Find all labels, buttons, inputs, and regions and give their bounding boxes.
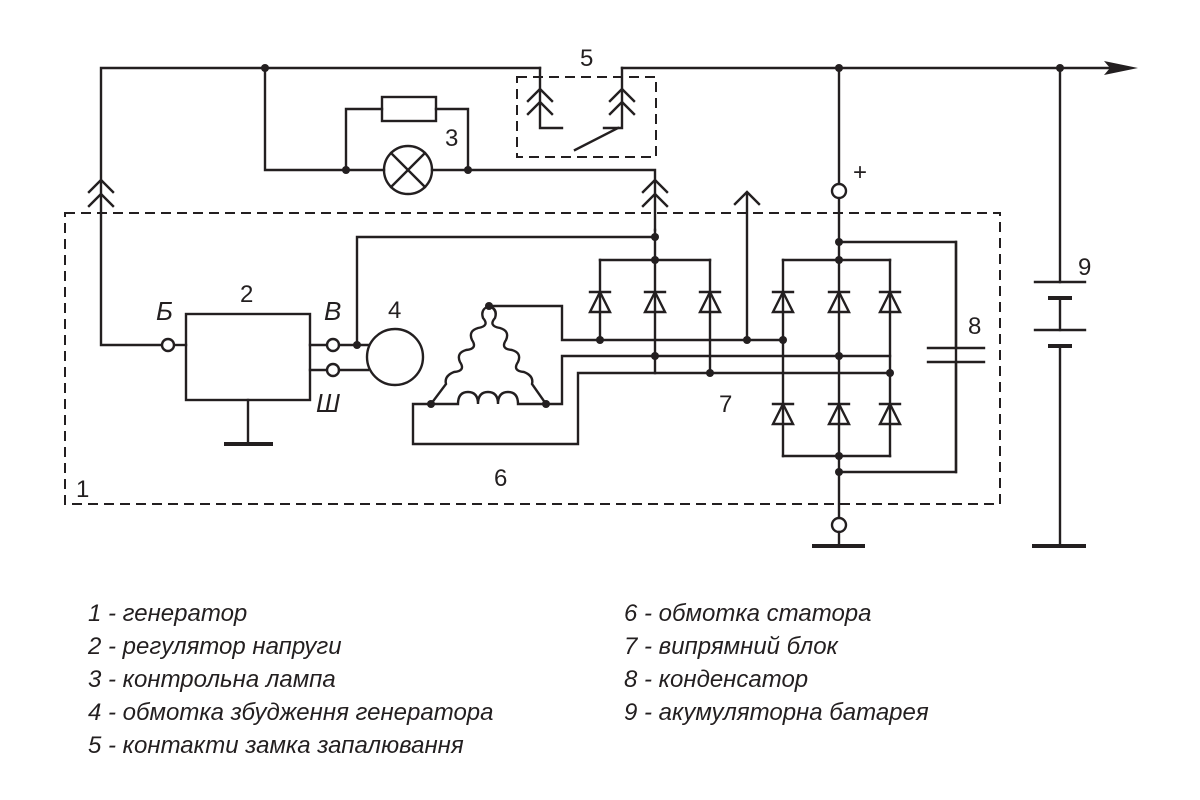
ignition-switch-boundary [516, 76, 657, 158]
ignition-switch-contacts [526, 66, 636, 152]
output-arrow [1104, 61, 1138, 75]
label-regulator: 2 [240, 281, 253, 308]
legend-item: 3 - контрольна лампа [88, 666, 336, 693]
terminal-label-v: В [324, 296, 341, 326]
ground-terminal [830, 516, 848, 534]
label-capacitor: 8 [968, 313, 981, 340]
legend-left: 1 - генератор 2 - регулятор напруги 3 - … [88, 597, 493, 762]
label-lamp: 3 [445, 125, 458, 152]
control-lamp-icon [382, 144, 434, 196]
resistor [380, 95, 438, 123]
label-rectifier: 7 [719, 391, 732, 418]
legend-item: 8 - конденсатор [624, 666, 809, 693]
legend-item: 7 - випрямний блок [624, 633, 838, 660]
generator-boundary [64, 212, 1001, 505]
legend-item: 2 - регулятор напруги [88, 633, 342, 660]
plus-terminal [830, 182, 848, 200]
terminal-label-sh: Ш [316, 388, 340, 418]
terminal-v [325, 337, 341, 353]
top-wiring [87, 61, 1138, 347]
capacitor-icon [926, 240, 986, 474]
voltage-regulator [184, 312, 312, 402]
excitation-winding [365, 327, 425, 387]
stator-winding [411, 302, 712, 446]
terminal-label-b: Б [156, 296, 173, 326]
legend-item: 6 - обмотка статора [624, 600, 872, 627]
legend-item: 1 - генератор [88, 600, 248, 627]
legend-item: 5 - контакти замка запалювання [88, 732, 464, 759]
legend-item: 9 - акумуляторна батарея [624, 699, 929, 726]
label-battery: 9 [1078, 254, 1091, 281]
terminal-label-plus: + [853, 159, 867, 186]
terminal-sh [325, 362, 341, 378]
label-ignition: 5 [580, 45, 593, 72]
label-excitation: 4 [388, 297, 401, 324]
terminal-b [160, 337, 176, 353]
legend-right: 6 - обмотка статора 7 - випрямний блок 8… [624, 597, 929, 729]
legend-item: 4 - обмотка збудження генератора [88, 699, 494, 726]
label-stator: 6 [494, 465, 507, 492]
label-generator: 1 [76, 476, 89, 503]
battery-icon [1032, 66, 1087, 548]
